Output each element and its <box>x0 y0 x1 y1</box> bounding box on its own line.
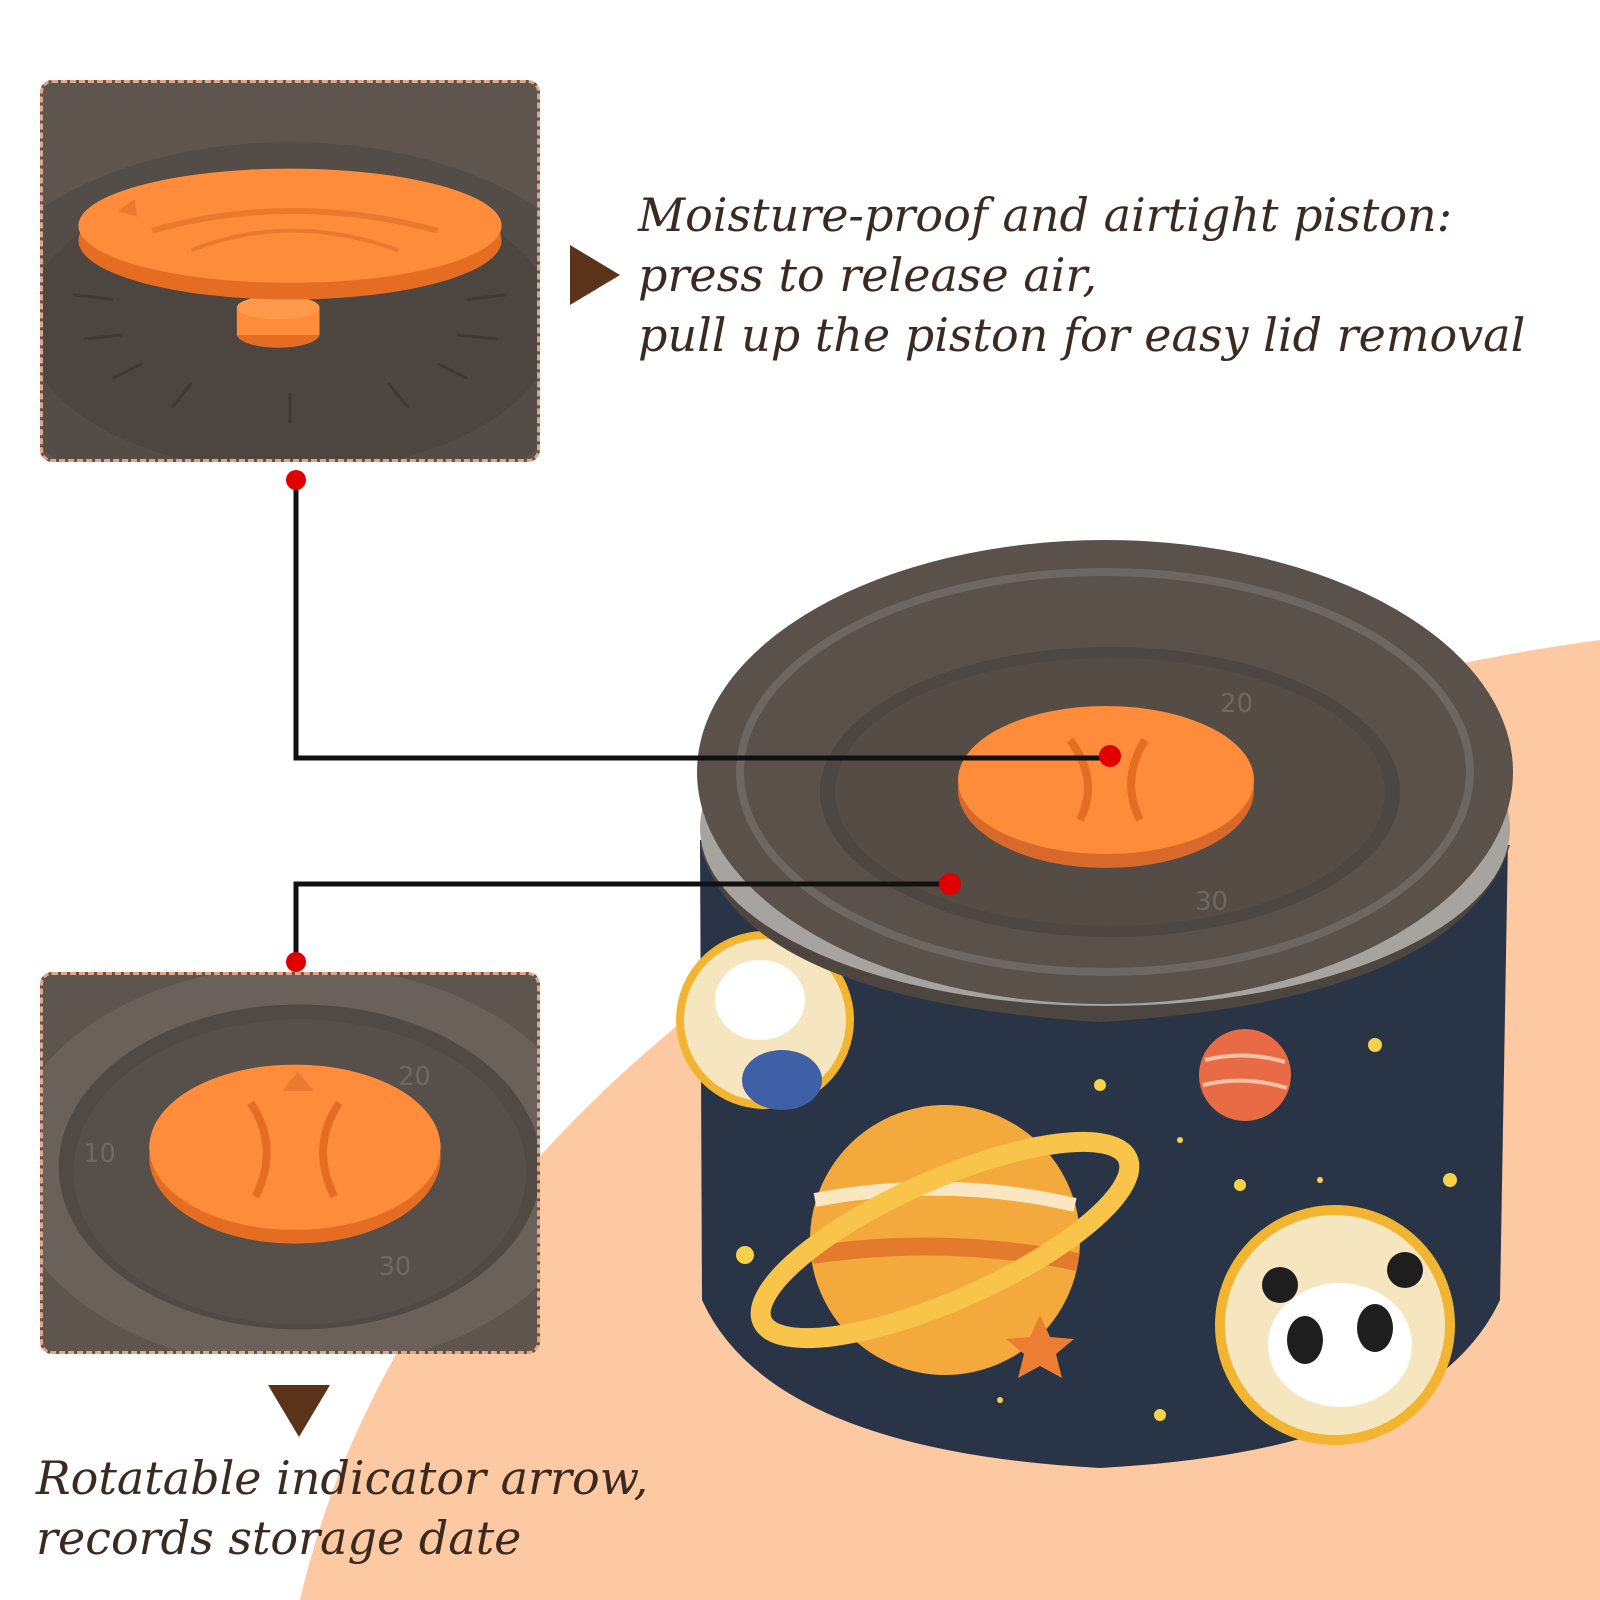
piston-caption-line-1: Moisture-proof and airtight piston: <box>638 188 1453 242</box>
dial-mark-20: 20 <box>1220 689 1253 719</box>
callout-dot-dial <box>939 873 961 895</box>
callout-dot-bottom-inset <box>286 952 306 972</box>
callout-dot-top-inset <box>286 470 306 490</box>
indicator-caption: Rotatable indicator arrow, records stora… <box>36 1448 648 1568</box>
piston-knob <box>958 706 1254 854</box>
piston-caption-line-2: press to release air, <box>638 248 1098 302</box>
piston-caption: Moisture-proof and airtight piston: pres… <box>638 185 1525 365</box>
piston-closeup-inset <box>40 80 540 462</box>
orange-star <box>1006 1315 1074 1378</box>
indicator-closeup-image: 20 30 10 <box>43 975 537 1351</box>
triangle-right-icon <box>570 245 620 305</box>
callout-line-indicator <box>293 881 950 962</box>
callout-line-piston <box>293 480 1110 761</box>
container-body <box>676 840 1508 1468</box>
piston-closeup-image <box>43 83 537 459</box>
indicator-knob-top <box>149 1064 441 1230</box>
red-planet <box>1199 1029 1291 1121</box>
callout-dot-piston <box>1099 745 1121 767</box>
dial-mark-20: 20 <box>398 1062 431 1092</box>
dial-mark-30: 30 <box>1195 887 1228 917</box>
container-lid: 20 30 <box>697 540 1513 1022</box>
star-field <box>736 1038 1457 1421</box>
indicator-caption-line-2: records storage date <box>36 1511 522 1565</box>
dial-mark-30: 30 <box>379 1252 412 1282</box>
dial-mark-10: 10 <box>83 1139 116 1169</box>
callout-dots <box>286 470 1121 972</box>
piston-caption-line-3: pull up the piston for easy lid removal <box>638 308 1526 362</box>
triangle-down-icon <box>268 1385 330 1437</box>
indicator-closeup-inset: 20 30 10 <box>40 972 540 1354</box>
piston-disc-top <box>78 168 502 283</box>
indicator-arrow-icon <box>282 1071 314 1092</box>
callout-lines <box>293 480 1110 962</box>
indicator-caption-line-1: Rotatable indicator arrow, <box>36 1451 649 1505</box>
